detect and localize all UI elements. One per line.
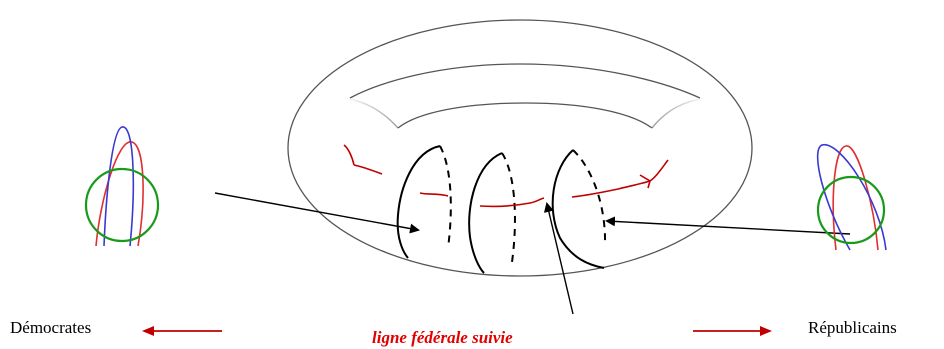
arrow-republicains-pointer — [607, 221, 850, 234]
left-loop-red — [96, 142, 143, 246]
torus-hole-shading-right — [652, 98, 706, 128]
left-loop-icon — [86, 127, 158, 246]
federal-line-segment-1 — [420, 193, 448, 196]
pointer-arrows — [215, 193, 850, 314]
arrow-democrates-pointer — [215, 193, 418, 230]
right-loop-red — [833, 146, 878, 250]
torus-hole-lower-edge — [398, 103, 652, 128]
left-loop-green-circle — [86, 169, 158, 241]
label-federal-line: ligne fédérale suivie — [372, 329, 513, 346]
meridian-2-back — [502, 153, 515, 262]
meridian-3-back — [573, 150, 605, 245]
federal-line-left-branch — [344, 145, 382, 174]
meridian-2-front — [469, 153, 502, 273]
right-loop-icon — [818, 145, 886, 250]
meridian-3-front — [553, 150, 604, 268]
federal-line-right-branch — [640, 160, 668, 188]
federal-line-segment-3 — [572, 181, 650, 197]
torus — [288, 20, 752, 276]
arrow-federal-line-pointer — [547, 204, 573, 314]
torus-outer-outline — [288, 20, 752, 276]
meridian-1-front — [398, 146, 440, 258]
meridian-1-back — [440, 146, 451, 248]
label-democrates: Démocrates — [10, 319, 91, 336]
federal-line-segment-2 — [480, 198, 544, 206]
torus-hole-shading-left — [345, 98, 398, 128]
left-loop-blue — [104, 127, 133, 246]
federal-line — [344, 145, 668, 206]
right-loop-green-circle — [818, 177, 884, 243]
label-republicains: Républicains — [808, 319, 897, 336]
meridian-cuts — [398, 146, 605, 273]
torus-hole-upper-edge — [350, 64, 700, 98]
